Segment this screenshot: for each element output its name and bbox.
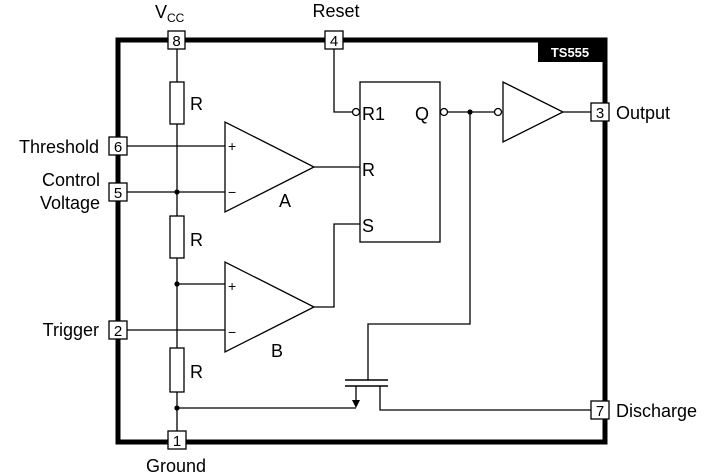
pin-7-box — [590, 400, 610, 420]
flip-flop-r1: R1 — [362, 104, 385, 124]
control-label-line1: Control — [42, 170, 100, 190]
comparator-b-plus: + — [228, 278, 236, 294]
transistor-arrow — [352, 400, 360, 408]
buffer-inversion-bubble — [493, 107, 503, 117]
resistor-top — [169, 81, 185, 125]
resistor-middle — [169, 215, 185, 259]
discharge-label: Discharge — [616, 401, 697, 421]
resistor-middle-label: R — [190, 230, 203, 250]
pin-2-number: 2 — [114, 323, 122, 340]
pin-4-number: 4 — [330, 33, 338, 50]
pin-7-number: 7 — [596, 403, 604, 420]
pin-3-number: 3 — [596, 105, 604, 122]
control-label-line2: Voltage — [40, 193, 100, 213]
flip-flop — [359, 81, 441, 243]
vcc-label: V — [155, 2, 167, 22]
reset-inversion-bubble — [351, 107, 361, 117]
trigger-label: Trigger — [43, 320, 99, 340]
comparator-a-plus: + — [228, 138, 236, 154]
pin-3-box — [590, 102, 610, 122]
pin-5-number: 5 — [114, 185, 122, 202]
pin-8-number: 8 — [172, 33, 180, 50]
threshold-label: Threshold — [19, 137, 99, 157]
q-inversion-bubble — [439, 107, 449, 117]
chip-outline — [115, 37, 608, 445]
output-label: Output — [616, 103, 670, 123]
comparator-b-label: B — [271, 341, 283, 361]
ground-label: Ground — [146, 456, 206, 476]
reset-label: Reset — [312, 1, 359, 21]
resistor-bottom-label: R — [190, 362, 203, 382]
resistor-bottom — [169, 347, 185, 393]
chip-name: TS555 — [551, 45, 589, 60]
pin-8-box — [167, 30, 186, 50]
comparator-a-label: A — [279, 191, 291, 211]
pin-1-number: 1 — [173, 433, 181, 450]
pin-2-box — [108, 320, 128, 340]
pin-1-box — [167, 430, 187, 450]
comparator-a — [224, 120, 316, 214]
flip-flop-q: Q — [415, 104, 429, 124]
pin-5-box — [108, 182, 128, 202]
comparator-b — [224, 260, 316, 354]
pin-6-number: 6 — [114, 139, 122, 156]
resistor-top-label: R — [190, 94, 203, 114]
comparator-b-minus: − — [228, 324, 236, 340]
pin-6-box — [108, 136, 128, 156]
output-buffer — [502, 80, 565, 144]
comparator-a-minus: − — [228, 184, 236, 200]
pin-4-box — [324, 30, 344, 50]
chip-badge — [538, 42, 603, 62]
vcc-subscript: CC — [167, 11, 185, 25]
flip-flop-r: R — [362, 160, 375, 180]
flip-flop-s: S — [362, 216, 374, 236]
